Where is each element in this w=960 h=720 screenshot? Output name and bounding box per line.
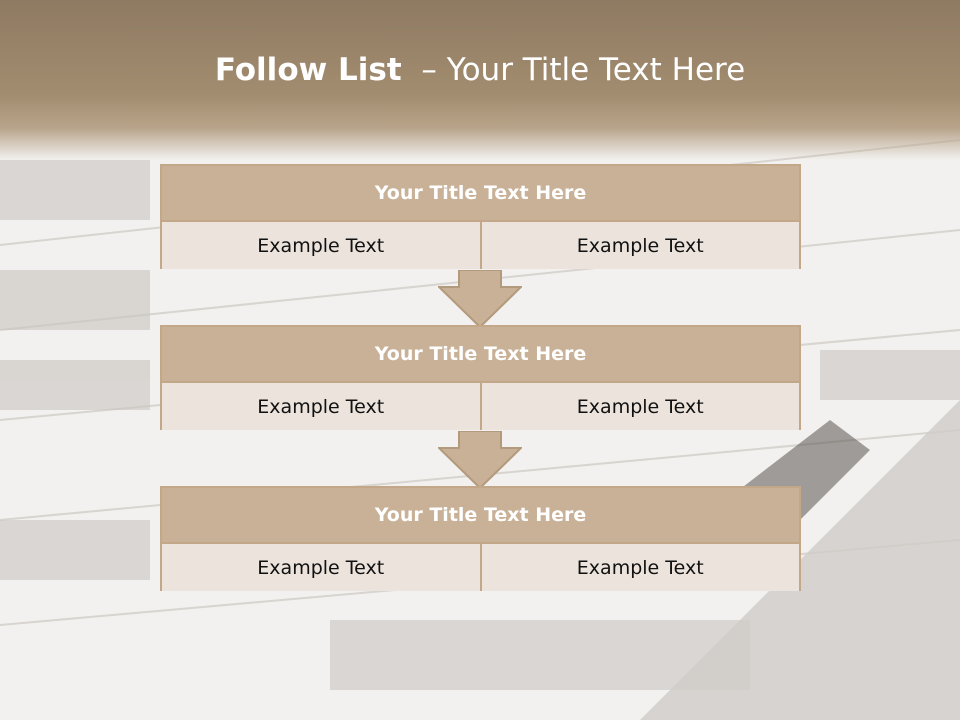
step-cell-right: Example Text: [479, 222, 799, 269]
step-cell-right: Example Text: [479, 544, 799, 591]
step-cell-left: Example Text: [162, 544, 480, 591]
down-arrow-icon: [438, 270, 522, 328]
down-arrow-icon: [438, 431, 522, 489]
step-box-3: Your Title Text Here Example Text Exampl…: [160, 486, 801, 591]
header-band: [0, 0, 960, 160]
step-box-2: Your Title Text Here Example Text Exampl…: [160, 325, 801, 430]
step-title: Your Title Text Here: [162, 327, 799, 383]
step-cell-left: Example Text: [162, 222, 480, 269]
slide-title: Follow List – Your Title Text Here: [0, 52, 960, 88]
step-row: Example Text Example Text: [162, 544, 799, 591]
step-box-1: Your Title Text Here Example Text Exampl…: [160, 164, 801, 269]
title-bold: Follow List: [214, 52, 402, 88]
step-title: Your Title Text Here: [162, 488, 799, 544]
step-row: Example Text Example Text: [162, 383, 799, 430]
step-cell-left: Example Text: [162, 383, 480, 430]
step-title: Your Title Text Here: [162, 166, 799, 222]
step-row: Example Text Example Text: [162, 222, 799, 269]
title-rest: – Your Title Text Here: [401, 52, 746, 88]
step-cell-right: Example Text: [479, 383, 799, 430]
